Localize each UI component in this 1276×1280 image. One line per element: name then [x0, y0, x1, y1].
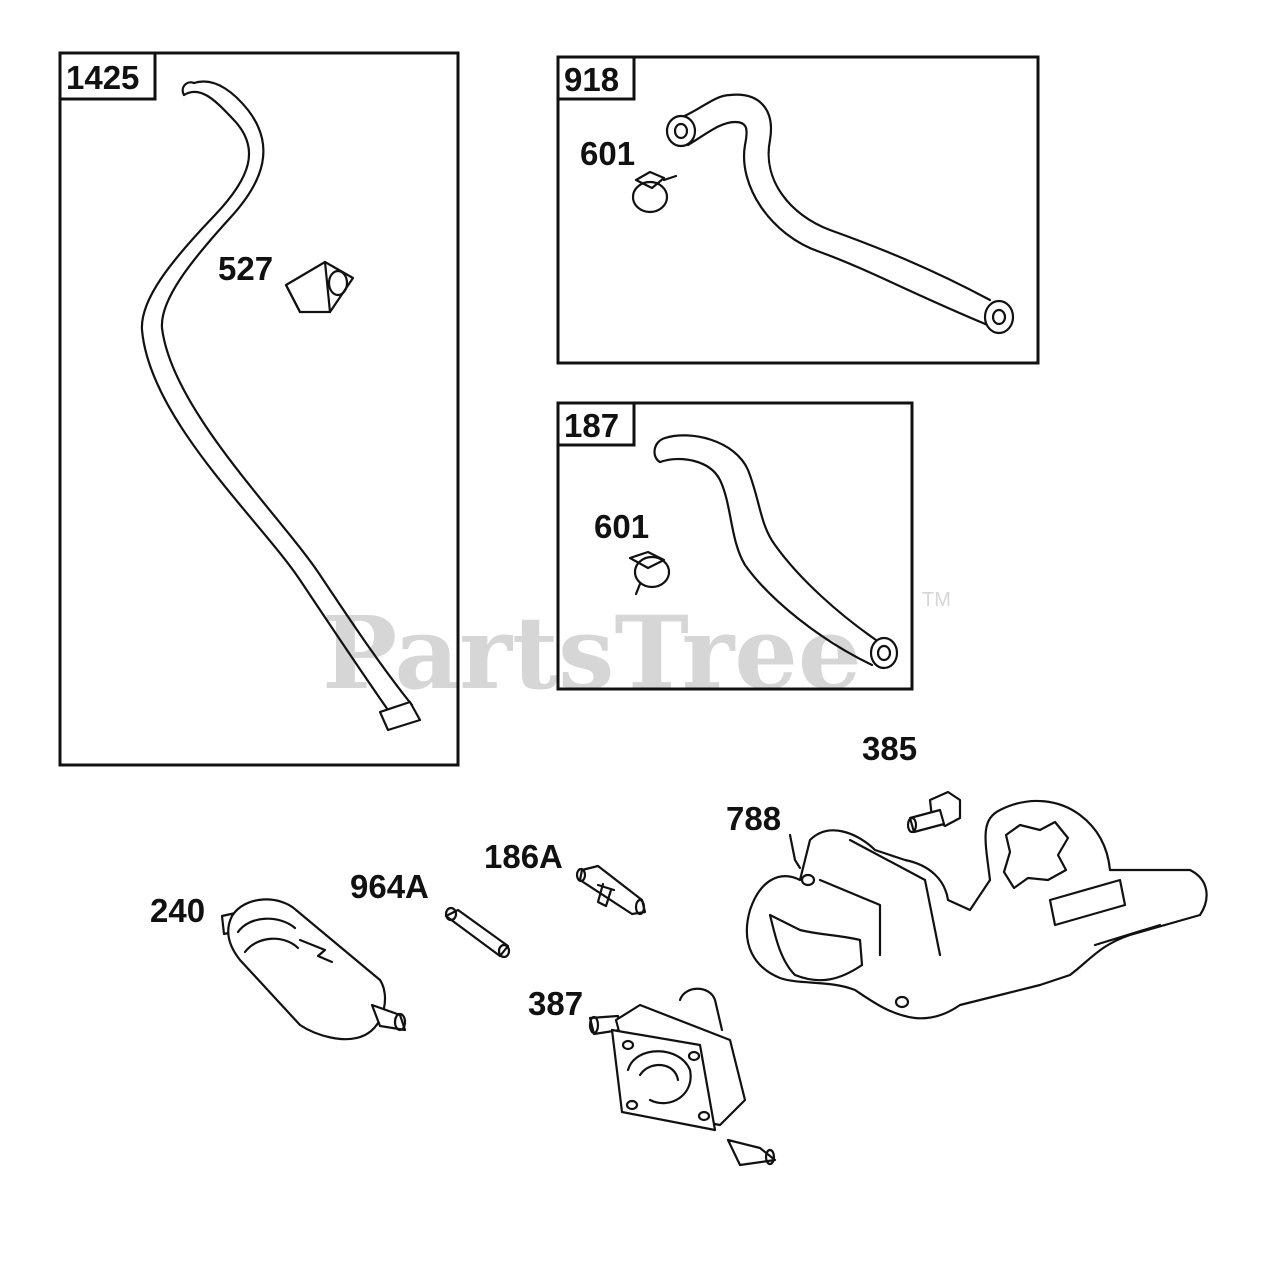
watermark-text: PartsTree [322, 594, 862, 712]
callout-385[interactable]: 385 [862, 730, 917, 767]
kit-box-918[interactable]: 918 [556, 55, 1040, 365]
watermark-trademark: TM [922, 589, 951, 611]
kit-box-label-frame [556, 55, 636, 101]
part-964A-tube-icon[interactable] [444, 906, 511, 959]
part-240-fuel-filter-icon[interactable] [220, 898, 407, 1041]
kit-box-frame [556, 55, 1040, 365]
watermark: PartsTree TM [322, 589, 951, 712]
part-788-bracket-icon[interactable] [745, 799, 1208, 1020]
callout-527[interactable]: 527 [218, 250, 273, 287]
fuel-line-long-icon[interactable] [140, 80, 422, 732]
callout-240[interactable]: 240 [150, 892, 205, 929]
part-601-clamp-lower-icon[interactable] [628, 550, 671, 596]
callout-601-lower[interactable]: 601 [594, 508, 649, 545]
part-186A-fitting-icon[interactable] [575, 864, 647, 916]
part-385-bolt-icon[interactable] [906, 790, 962, 834]
kit-box-1425[interactable]: 1425 [58, 51, 460, 767]
callout-186A[interactable]: 186A [484, 838, 563, 875]
fuel-hose-918-icon[interactable] [665, 93, 1015, 335]
kit-box-187[interactable]: 187 [556, 401, 914, 691]
callout-964A[interactable]: 964A [350, 868, 429, 905]
part-601-clamp-icon[interactable] [631, 170, 678, 214]
part-387-fuel-pump-icon[interactable] [588, 987, 777, 1167]
kit-label-918: 918 [564, 61, 619, 98]
kit-box-label-frame [58, 51, 157, 101]
kit-label-187: 187 [564, 407, 619, 444]
part-527-clip-icon[interactable] [284, 260, 355, 314]
callout-788[interactable]: 788 [726, 800, 781, 837]
kit-box-frame [58, 51, 460, 767]
fuel-hose-187-icon[interactable] [653, 434, 899, 670]
callout-601-upper[interactable]: 601 [580, 135, 635, 172]
kit-label-1425: 1425 [66, 59, 139, 96]
kit-box-label-frame [556, 401, 636, 447]
callout-387[interactable]: 387 [528, 985, 583, 1022]
kit-box-frame [556, 401, 914, 691]
